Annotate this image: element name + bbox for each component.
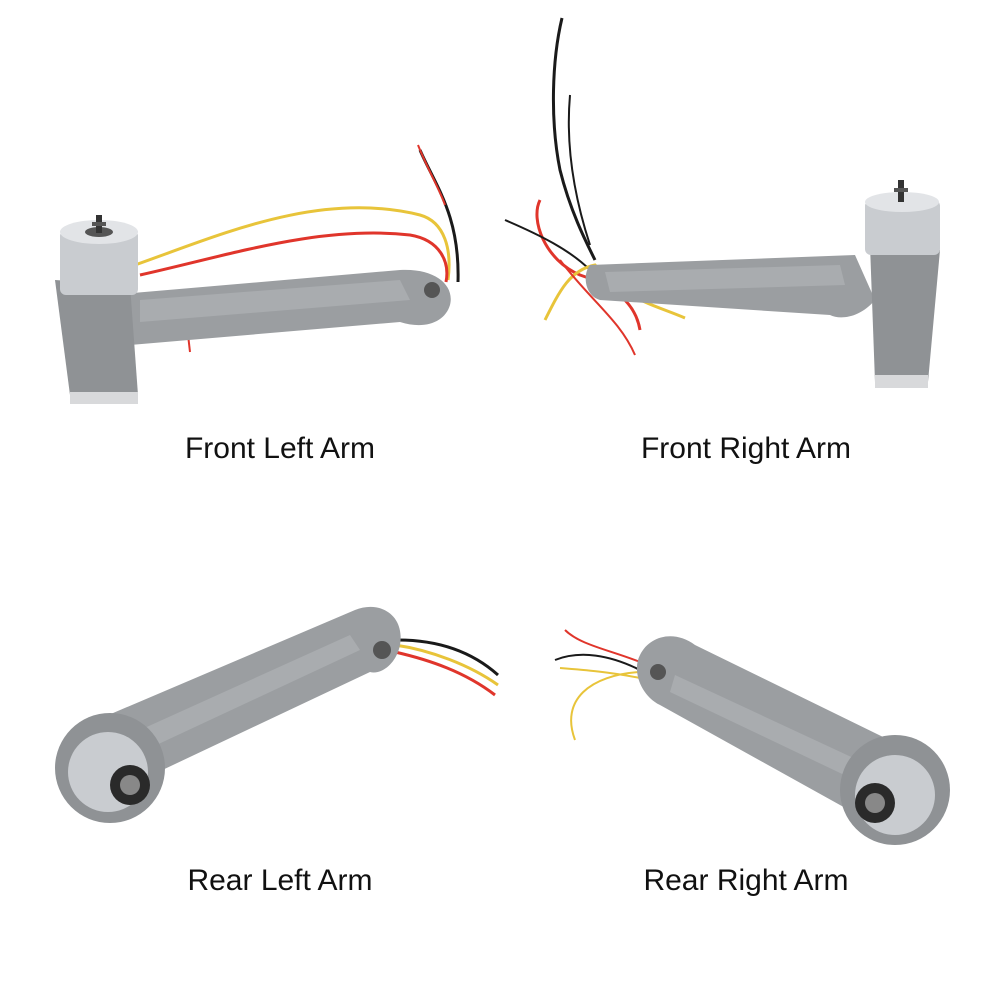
rear-left-arm-photo [55,606,499,823]
front-left-arm-photo [55,144,460,404]
front-left-caption: Front Left Arm [184,432,376,465]
rear-left-caption: Rear Left Arm [187,864,373,897]
front-right-arm-photo [504,17,940,388]
front-right-caption: Front Right Arm [640,432,852,465]
front-right-arm-panel: Front Right Arm [500,0,1001,500]
rear-right-caption: Rear Right Arm [643,864,849,897]
rear-right-arm-panel: Rear Right Arm [500,500,1001,1001]
rear-right-arm-photo [554,629,950,845]
rear-left-arm-panel: Rear Left Arm [0,500,500,1001]
front-left-arm-panel: Front Left Arm [0,0,500,500]
